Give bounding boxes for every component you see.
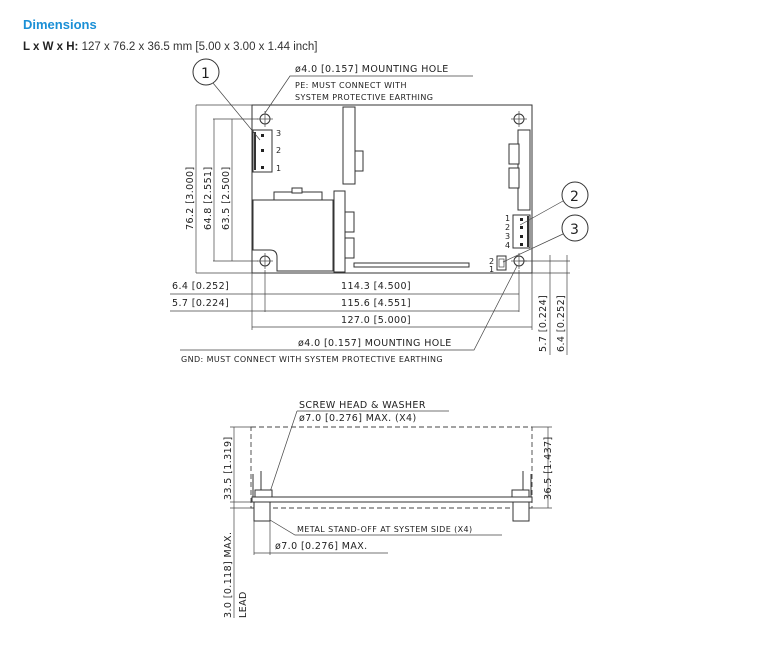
svg-text:1: 1 — [201, 66, 210, 82]
mounting-hole-icons — [257, 111, 527, 269]
gnd-note: GND: MUST CONNECT WITH SYSTEM PROTECTIVE… — [181, 355, 443, 364]
conn3-pin: 2 — [489, 257, 495, 266]
dimensions-summary: L x W x H: 127 x 76.2 x 36.5 mm [5.00 x … — [23, 41, 317, 53]
dimensions-label: L x W x H: — [23, 41, 79, 53]
dim-height-holes-inner: 63.5 [2.500] — [221, 166, 232, 230]
conn1-pin: 3 — [276, 129, 282, 138]
connector-2: 1 2 3 4 — [505, 214, 531, 250]
screw-heads — [252, 471, 532, 498]
side-view: SCREW HEAD & WASHER ø7.0 [0.276] MAX. (X… — [223, 400, 554, 618]
svg-text:2: 2 — [570, 189, 579, 205]
standoffs — [253, 501, 530, 522]
dimensions-value: 127 x 76.2 x 36.5 mm [5.00 x 3.00 x 1.44… — [81, 41, 318, 53]
dim-left-offset-2: 5.7 [0.224] — [172, 298, 229, 309]
conn1-pin: 1 — [276, 164, 282, 173]
dim-width-holes-2: 115.6 [4.551] — [341, 298, 411, 309]
balloon-2: 2 — [519, 181, 589, 226]
pe-note-line2: SYSTEM PROTECTIVE EARTHING — [295, 93, 433, 102]
dim-height-total: 76.2 [3.000] — [185, 166, 196, 230]
dim-height-left: 33.5 [1.319] — [223, 436, 234, 500]
connector-3: 2 1 — [489, 255, 507, 274]
conn2-pin: 1 — [505, 214, 511, 223]
svg-text:3: 3 — [570, 222, 579, 238]
dim-lead: 3.0 [0.118] MAX. — [223, 532, 234, 618]
conn2-pin: 3 — [505, 232, 511, 241]
conn1-pin: 2 — [276, 146, 282, 155]
screw-note-line2: ø7.0 [0.276] MAX. (X4) — [299, 413, 417, 424]
standoff-note: METAL STAND-OFF AT SYSTEM SIDE (X4) — [297, 525, 473, 534]
conn2-pin: 4 — [505, 241, 511, 250]
balloon-3: 3 — [502, 214, 589, 263]
pe-note-line1: PE: MUST CONNECT WITH — [295, 81, 407, 90]
dim-right-2: 6.4 [0.252] — [556, 295, 567, 352]
board-outline — [251, 104, 533, 274]
section-title: Dimensions — [23, 17, 97, 32]
gnd-mounting-hole-label: ø4.0 [0.157] MOUNTING HOLE — [298, 338, 452, 349]
lead-label: LEAD — [238, 591, 249, 618]
connector-1: 3 2 1 — [252, 129, 282, 173]
conn3-pin: 1 — [489, 265, 495, 274]
board-side — [251, 496, 533, 503]
dim-left-offset-1: 6.4 [0.252] — [172, 281, 229, 292]
dim-height-holes-outer: 64.8 [2.551] — [203, 166, 214, 230]
dim-height-right: 36.5 [1.437] — [543, 436, 554, 500]
balloon-1: 1 — [192, 58, 261, 141]
screw-note-line1: SCREW HEAD & WASHER — [299, 400, 426, 411]
dim-width-total: 127.0 [5.000] — [341, 315, 411, 326]
conn2-pin: 2 — [505, 223, 511, 232]
dim-right-1: 5.7 [0.224] — [538, 295, 549, 352]
pe-mounting-hole-label: ø4.0 [0.157] MOUNTING HOLE — [295, 64, 449, 75]
dim-width-holes: 114.3 [4.500] — [341, 281, 411, 292]
components — [252, 106, 531, 273]
top-view: 3 2 1 1 2 3 4 — [170, 58, 589, 364]
standoff-diameter: ø7.0 [0.276] MAX. — [275, 541, 368, 552]
envelope-outline — [250, 426, 533, 509]
